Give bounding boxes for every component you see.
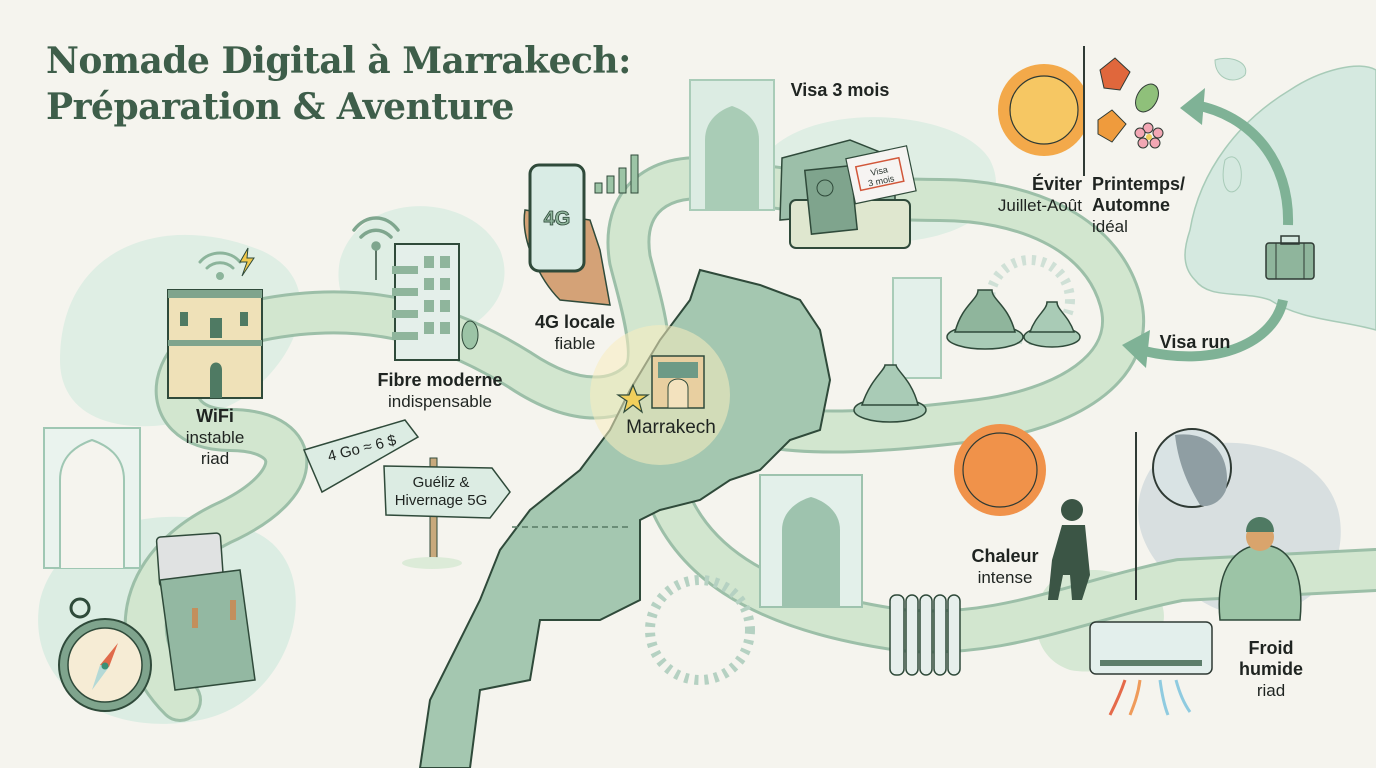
radiator-icon xyxy=(889,594,961,676)
riad-building-icon xyxy=(167,289,263,399)
arrow-up-icon xyxy=(1194,100,1294,226)
tajine-icon xyxy=(853,289,1081,423)
label-ideal-title2: Automne xyxy=(1092,195,1170,215)
arch-small-icon xyxy=(892,277,942,379)
star-icon xyxy=(616,383,650,414)
cold-person-blanket-icon xyxy=(1218,517,1302,621)
label-visa-run-title: Visa run xyxy=(1159,332,1231,352)
arch-top-icon xyxy=(689,79,775,211)
label-cold-title: Froid xyxy=(1248,638,1294,658)
label-avoid: Éviter Juillet-Août xyxy=(972,174,1082,216)
label-avoid-title: Éviter xyxy=(1031,174,1082,194)
label-heat-line2: intense xyxy=(977,568,1033,587)
suitcase-small-icon xyxy=(1265,235,1315,280)
sign-zones-line1: Guéliz & xyxy=(412,474,470,491)
label-ideal-line2: idéal xyxy=(1092,217,1128,236)
lightning-icon xyxy=(239,247,255,277)
label-fibre-title: Fibre moderne xyxy=(377,370,503,390)
label-visa: Visa 3 mois xyxy=(780,80,900,101)
label-cold-line2: riad xyxy=(1256,681,1286,700)
wifi-strong-icon xyxy=(352,216,400,251)
label-ideal: Printemps/ Automne idéal xyxy=(1092,174,1212,237)
city-gate-icon xyxy=(651,355,705,409)
sign-zones-line2: Hivernage 5G xyxy=(394,492,488,509)
svg-text:4G: 4G xyxy=(544,208,571,230)
rosette-pattern xyxy=(645,575,755,685)
title-line-2: Préparation & Aventure xyxy=(46,86,514,128)
label-wifi-line2: instable xyxy=(185,428,245,447)
sign-zones: Guéliz & Hivernage 5G xyxy=(386,474,496,510)
page-title: Nomade Digital à Marrakech: Préparation … xyxy=(46,38,631,130)
label-wifi-line3: riad xyxy=(200,449,230,468)
iceland-map xyxy=(1214,57,1247,81)
uk-map xyxy=(1222,156,1242,193)
moon-icon xyxy=(1152,428,1232,508)
arrow-down-icon xyxy=(1138,298,1288,362)
smartphone-4g-icon: 4G xyxy=(523,163,611,306)
arch-left-icon xyxy=(43,427,141,569)
sun-icon xyxy=(998,40,1124,180)
label-marrakech: Marrakech xyxy=(606,417,736,438)
signal-bars-icon xyxy=(594,154,639,194)
compass-icon xyxy=(58,597,152,712)
wifi-weak-icon xyxy=(198,251,242,280)
label-wifi: WiFi instable riad xyxy=(165,406,265,469)
label-fibre-line2: indispensable xyxy=(388,392,492,411)
label-cold: Froid humide riad xyxy=(1226,638,1316,701)
arch-mid-icon xyxy=(759,474,863,608)
label-marrakech-title: Marrakech xyxy=(626,417,716,438)
label-fibre: Fibre moderne indispensable xyxy=(360,370,520,412)
label-visa-title: Visa 3 mois xyxy=(790,80,890,100)
arrow-head xyxy=(1122,330,1150,368)
svg-text:Visa: Visa xyxy=(870,164,889,177)
label-wifi-title: WiFi xyxy=(196,406,234,426)
leaves-flower-icon xyxy=(1097,57,1164,149)
apartment-building-icon xyxy=(375,243,479,361)
label-heat-title: Chaleur xyxy=(971,546,1039,566)
label-mobile: 4G locale fiable xyxy=(520,312,630,354)
signpost-icon xyxy=(302,419,511,569)
label-heat: Chaleur intense xyxy=(960,546,1050,588)
label-avoid-line2: Juillet-Août xyxy=(997,196,1082,215)
backpack-laptop-icon xyxy=(155,532,256,691)
label-mobile-title: 4G locale xyxy=(534,312,616,332)
hot-sun-person-icon xyxy=(954,424,1090,600)
label-cold-title2: humide xyxy=(1238,659,1303,679)
air-conditioner-icon xyxy=(1089,621,1213,716)
label-visa-run: Visa run xyxy=(1150,332,1240,353)
title-line-1: Nomade Digital à Marrakech: xyxy=(46,40,631,82)
suitcase-passport-icon: Visa 3 mois xyxy=(779,139,917,249)
label-ideal-title: Printemps/ xyxy=(1092,174,1186,194)
label-mobile-line2: fiable xyxy=(554,334,596,353)
arrow-head xyxy=(1180,88,1205,125)
